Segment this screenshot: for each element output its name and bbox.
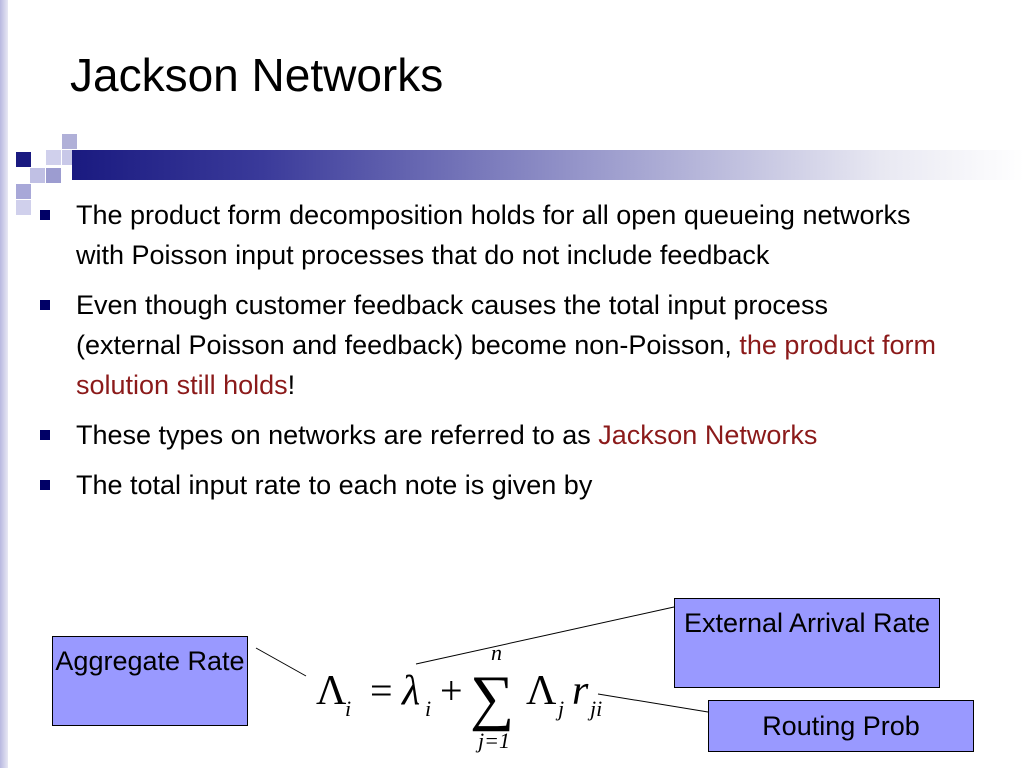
title-underline-bar [72, 150, 1024, 180]
formula-subscript-ji: ji [587, 696, 602, 721]
formula-r: r [572, 668, 589, 714]
bullet-text: The product form decomposition holds for… [76, 200, 911, 270]
bullet-item: The product form decomposition holds for… [40, 195, 940, 275]
decor-square [16, 152, 31, 167]
bullet-marker [40, 210, 50, 220]
bullet-highlight: the product form solution still holds [76, 330, 936, 400]
bullet-text-end: ! [287, 370, 296, 400]
callout-external-arrival-rate: External Arrival Rate [674, 598, 940, 688]
decor-square [16, 200, 31, 215]
callout-aggregate-rate: Aggregate Rate [52, 636, 248, 726]
formula-subscript-j: j [555, 696, 564, 721]
formula-Lambda-j: Λ [526, 668, 557, 714]
bullet-item: These types on networks are referred to … [40, 415, 940, 455]
decor-square [16, 184, 31, 199]
formula-plus: + [440, 668, 463, 713]
decor-square [46, 168, 61, 183]
formula-subscript-i-2: i [425, 696, 431, 721]
bullet-item: Even though customer feedback causes the… [40, 285, 940, 405]
bullet-marker [40, 430, 50, 440]
callout-routing-prob: Routing Prob [708, 700, 974, 752]
formula-subscript-i: i [345, 696, 351, 721]
connector-line-aggregate [255, 647, 307, 677]
bullet-item: The total input rate to each note is giv… [40, 465, 940, 505]
formula-sum-upper: n [491, 640, 502, 665]
connector-line-routing [597, 693, 709, 713]
decor-square [30, 168, 45, 183]
decor-square [62, 134, 77, 149]
left-decor-stripe [0, 0, 8, 768]
bullet-text: Even though customer feedback causes the… [76, 290, 828, 360]
connector-line-external [415, 606, 675, 665]
decor-square [46, 150, 61, 165]
formula-equals: = [370, 668, 393, 713]
bullet-marker [40, 480, 50, 490]
formula-sum-sign: ∑ [470, 664, 514, 732]
bullet-text: These types on networks are referred to … [76, 420, 599, 450]
formula-sum-lower: j=1 [475, 728, 510, 753]
formula-lambda-i: λ [400, 668, 420, 714]
slide-title: Jackson Networks [70, 49, 444, 101]
bullet-list: The product form decomposition holds for… [40, 195, 940, 515]
formula-Lambda-i: Λ [316, 668, 347, 714]
bullet-text: The total input rate to each note is giv… [76, 470, 593, 500]
bullet-highlight: Jackson Networks [598, 420, 818, 450]
bullet-marker [40, 300, 50, 310]
